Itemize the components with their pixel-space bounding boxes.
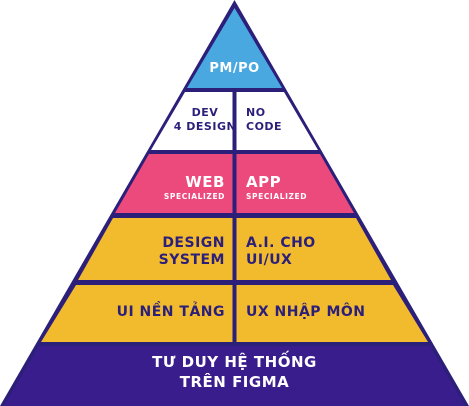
app-line1: APP: [246, 173, 282, 191]
ux-nhap-mon-label: UX NHẬP MÔN: [246, 304, 366, 320]
nocode-line2: CODE: [246, 119, 283, 133]
ai-line2: UI/UX: [246, 251, 293, 268]
design-system-label: DESIGN SYSTEM: [159, 235, 225, 269]
tier-figma-base: [4, 346, 465, 406]
app-specialized-label: APP SPECIALIZED: [246, 173, 308, 201]
figma-line2: TRÊN FIGMA: [179, 372, 290, 391]
web-line1: WEB: [185, 173, 225, 191]
tier-pm-po: [187, 8, 282, 88]
nocode-line1: NO: [246, 106, 266, 119]
web-line2: SPECIALIZED: [163, 191, 225, 201]
tier-divider: [232, 88, 237, 346]
no-code-label: NO CODE: [246, 106, 282, 134]
ui-nen-tang-label: UI NỀN TẢNG: [116, 304, 225, 320]
ai-cho-uiux-label: A.I. CHO UI/UX: [246, 235, 316, 269]
design-line1: DESIGN: [162, 235, 225, 251]
tu-duy-he-thong-label: TƯ DUY HỆ THỐNG TRÊN FIGMA: [152, 353, 317, 392]
dev-line2: 4 DESIGN: [173, 119, 237, 133]
design-line2: SYSTEM: [158, 251, 225, 268]
app-line2: SPECIALIZED: [246, 191, 308, 201]
figma-line1: TƯ DUY HỆ THỐNG: [152, 353, 317, 371]
dev-line1: DEV: [191, 106, 219, 119]
web-specialized-label: WEB SPECIALIZED: [163, 173, 225, 201]
dev-4-design-label: DEV 4 DESIGN: [174, 106, 236, 134]
pm-po-label: PM/PO: [209, 61, 260, 76]
ai-line1: A.I. CHO: [246, 235, 316, 251]
